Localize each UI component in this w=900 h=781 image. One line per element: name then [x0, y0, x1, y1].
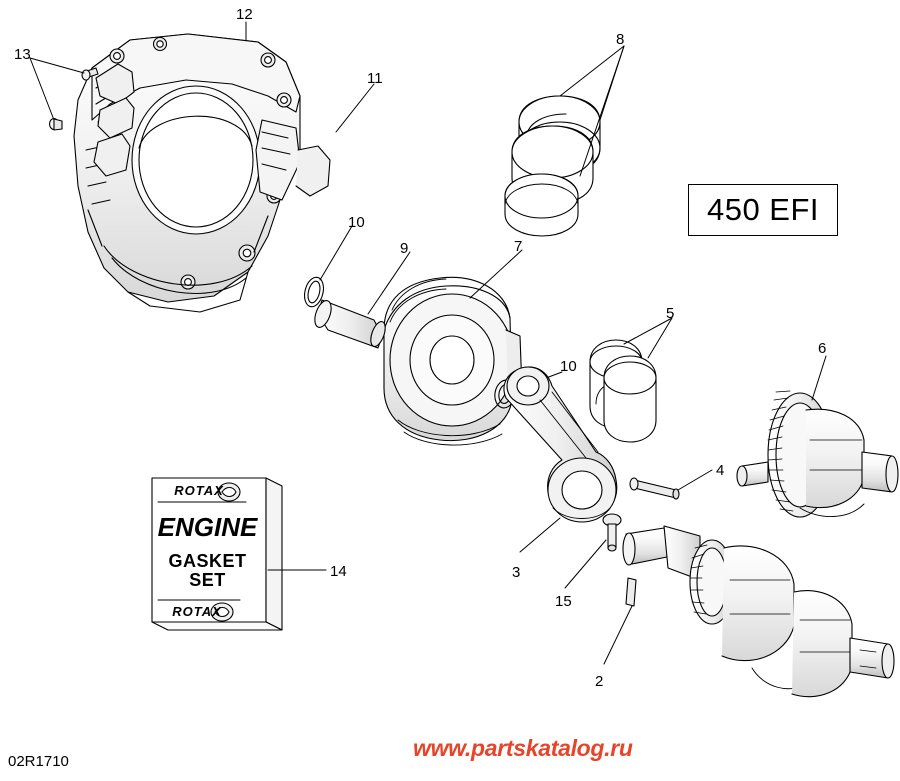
cylinder-stud-b: [48, 117, 63, 131]
callout-7: 7: [514, 238, 523, 255]
circlip-upper: [303, 276, 325, 308]
gasket-brand-bottom: ROTAX: [172, 604, 222, 619]
callout-10-lower: 10: [560, 358, 577, 375]
cylinder-block: [48, 33, 331, 313]
model-badge-label: 450 EFI: [706, 192, 820, 227]
crank-pin-15: [602, 513, 622, 552]
gasket-line-set: SET: [189, 570, 226, 590]
bearing-shells: [589, 339, 657, 443]
gasket-set-package: [151, 477, 283, 631]
piston: [383, 276, 523, 446]
woodruff-key: [625, 577, 637, 607]
callout-12: 12: [236, 6, 253, 23]
callout-4: 4: [716, 462, 725, 479]
callout-2: 2: [595, 673, 604, 690]
callout-13: 13: [14, 46, 31, 63]
part-code: 02R1710: [8, 753, 69, 770]
watermark: www.partskatalog.ru: [413, 735, 633, 761]
model-badge: 450 EFI: [688, 184, 838, 236]
piston-pin: [314, 299, 386, 349]
rod-bolt: [629, 477, 680, 500]
crankshaft: [622, 525, 895, 698]
callout-11: 11: [367, 70, 383, 87]
callout-3: 3: [512, 564, 521, 581]
callout-5: 5: [666, 305, 675, 322]
balancer-shaft: [736, 390, 899, 518]
callout-6: 6: [818, 340, 827, 357]
callout-14: 14: [330, 563, 347, 580]
gasket-line-engine: ENGINE: [157, 512, 258, 542]
connecting-rod: [503, 366, 618, 523]
callout-9: 9: [400, 240, 409, 257]
gasket-brand-top: ROTAX: [174, 483, 224, 498]
callout-15: 15: [555, 593, 572, 610]
piston-rings: [504, 95, 601, 237]
callout-8: 8: [616, 31, 625, 48]
gasket-line-gasket: GASKET: [168, 551, 247, 571]
callout-10-upper: 10: [348, 214, 365, 231]
